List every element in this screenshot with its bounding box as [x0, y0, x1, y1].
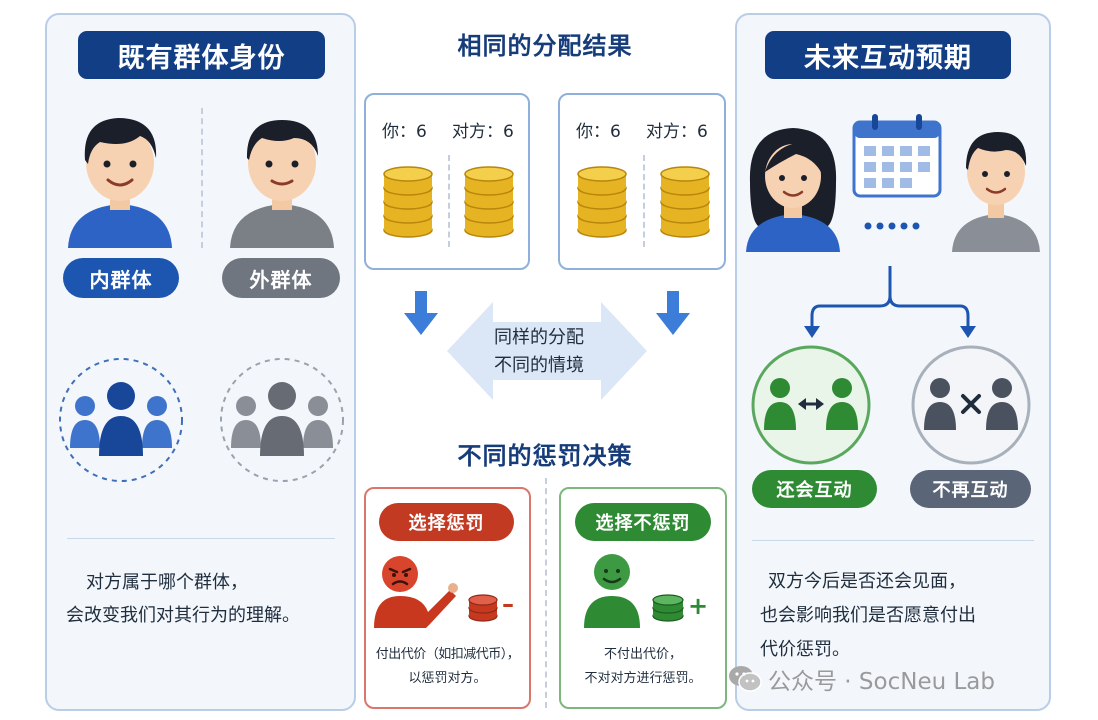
allocation-card-you-label: 你：6 — [576, 122, 621, 142]
punish-description-line2: 以惩罚对方。 — [408, 671, 487, 686]
interact-people-icon — [751, 345, 871, 465]
coin-stack-icon — [383, 166, 433, 238]
coin-stack-icon — [464, 166, 514, 238]
left-description-line1: 对方属于哪个群体， — [86, 572, 248, 593]
allocation-card-you-label: 你：6 — [382, 122, 427, 142]
double-arrow-icon — [447, 302, 647, 400]
context-line1: 同样的分配 — [494, 327, 584, 348]
watermark: 公众号 · SocNeu Lab — [728, 662, 995, 696]
allocation-title: 相同的分配结果 — [457, 32, 633, 60]
context-line2: 不同的情境 — [494, 355, 584, 376]
left-person-divider — [201, 108, 203, 248]
outgroup-label: 外群体 — [222, 258, 340, 298]
coin-stack-icon — [577, 166, 627, 238]
right-panel-title: 未来互动预期 — [765, 31, 1011, 79]
will-interact-label: 还会互动 — [752, 470, 877, 508]
ellipsis-dots-icon — [864, 222, 920, 230]
minus-sign: – — [502, 590, 514, 618]
wechat-icon — [729, 666, 762, 692]
plus-sign: + — [688, 592, 709, 620]
allocation-card-other-label: 对方：6 — [646, 122, 708, 142]
angry-person-icon — [374, 556, 458, 628]
arrow-down-icon — [404, 291, 438, 335]
branch-arrow-icon — [804, 266, 976, 338]
right-description-line1: 双方今后是否还会见面， — [768, 571, 966, 592]
man-icon — [952, 132, 1040, 252]
right-description-line2: 也会影响我们是否愿意付出 — [760, 605, 976, 626]
punishment-title: 不同的惩罚决策 — [457, 442, 633, 470]
left-panel-divider — [67, 538, 335, 539]
no-punish-label: 选择不惩罚 — [575, 503, 711, 541]
outgroup-group-icon — [220, 358, 344, 482]
ingroup-group-icon — [59, 358, 183, 482]
ingroup-label: 内群体 — [63, 258, 179, 298]
allocation-card-divider — [448, 155, 450, 247]
punish-description-line1: 付出代价（如扣减代币）， — [375, 647, 520, 662]
arrow-down-icon — [656, 291, 690, 335]
allocation-card-divider — [643, 155, 645, 247]
left-panel-title: 既有群体身份 — [78, 31, 325, 79]
woman-icon — [746, 128, 840, 252]
left-description-line2: 会改变我们对其行为的理解。 — [66, 605, 300, 626]
no-interact-label: 不再互动 — [910, 470, 1031, 508]
allocation-card-other-label: 对方：6 — [452, 122, 514, 142]
punish-label: 选择惩罚 — [379, 503, 514, 541]
no-punish-description-line1: 不付出代价， — [603, 647, 682, 662]
ingroup-person-icon — [68, 118, 172, 248]
punishment-divider — [545, 478, 547, 708]
no-interact-people-icon — [911, 345, 1031, 465]
watermark-text: 公众号 · SocNeu Lab — [768, 669, 996, 695]
coin-stack-red-icon — [468, 594, 498, 622]
calendar-icon — [852, 114, 942, 198]
coin-stack-green-icon — [652, 594, 684, 622]
right-panel-divider — [752, 540, 1034, 541]
outgroup-person-icon — [230, 120, 334, 248]
no-punish-description-line2: 不对对方进行惩罚。 — [584, 671, 702, 686]
calm-person-icon — [584, 554, 640, 628]
right-description-line3: 代价惩罚。 — [760, 639, 850, 660]
coin-stack-icon — [660, 166, 710, 238]
